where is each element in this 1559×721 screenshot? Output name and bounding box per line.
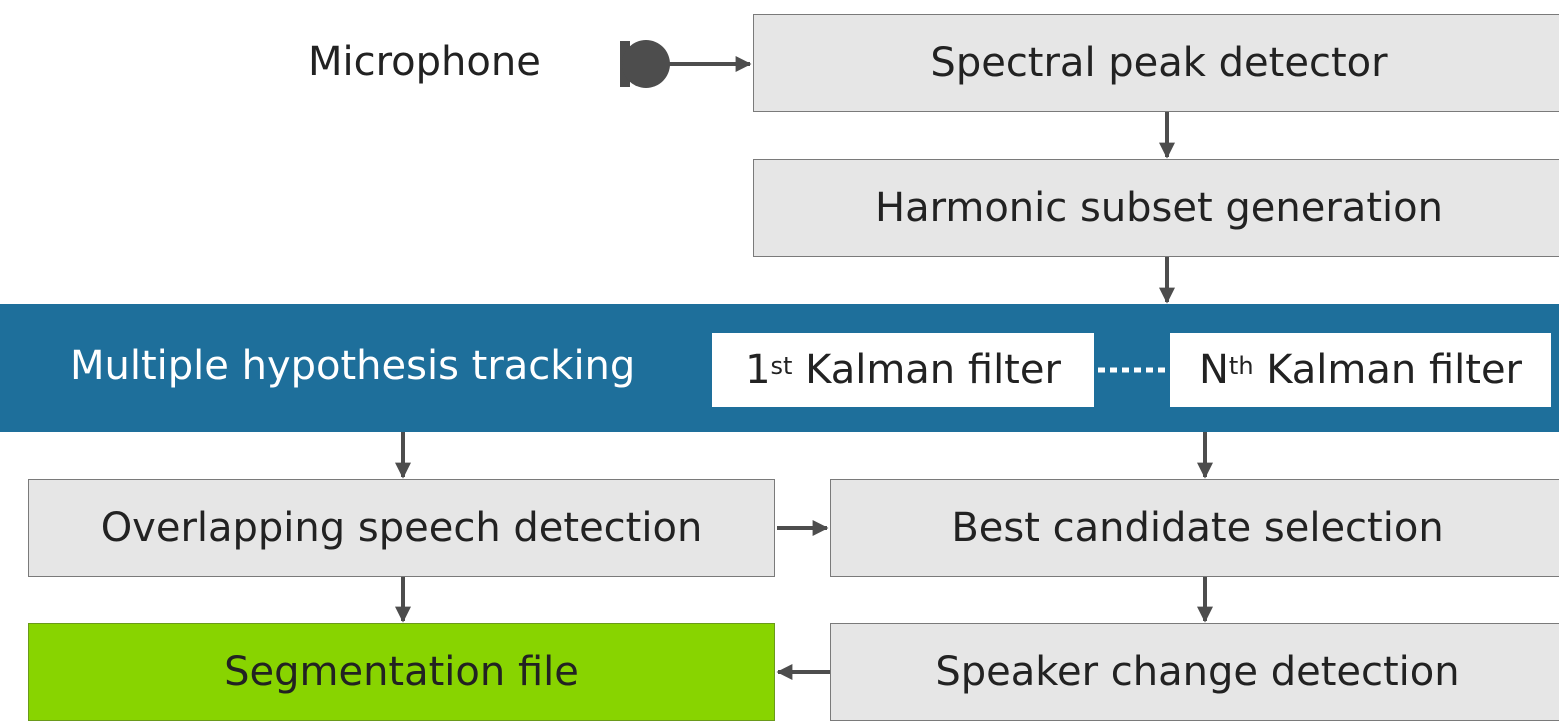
first-kalman-filter-label: Kalman filter	[805, 347, 1061, 393]
speaker-change-detection-box: Speaker change detection	[830, 623, 1559, 721]
first-kalman-filter-index: 1	[745, 347, 771, 393]
nth-kalman-filter-index: N	[1198, 347, 1229, 393]
nth-kalman-filter-label: Kalman filter	[1266, 347, 1522, 393]
segmentation-file-box: Segmentation file	[28, 623, 775, 721]
microphone-icon	[620, 40, 670, 88]
spectral-peak-detector-box: Spectral peak detector	[753, 14, 1559, 112]
harmonic-subset-generation-box: Harmonic subset generation	[753, 159, 1559, 257]
multiple-hypothesis-tracking-title: Multiple hypothesis tracking	[70, 343, 636, 389]
best-candidate-selection-box: Best candidate selection	[830, 479, 1559, 577]
overlapping-speech-detection-box: Overlapping speech detection	[28, 479, 775, 577]
microphone-label: Microphone	[308, 39, 541, 85]
